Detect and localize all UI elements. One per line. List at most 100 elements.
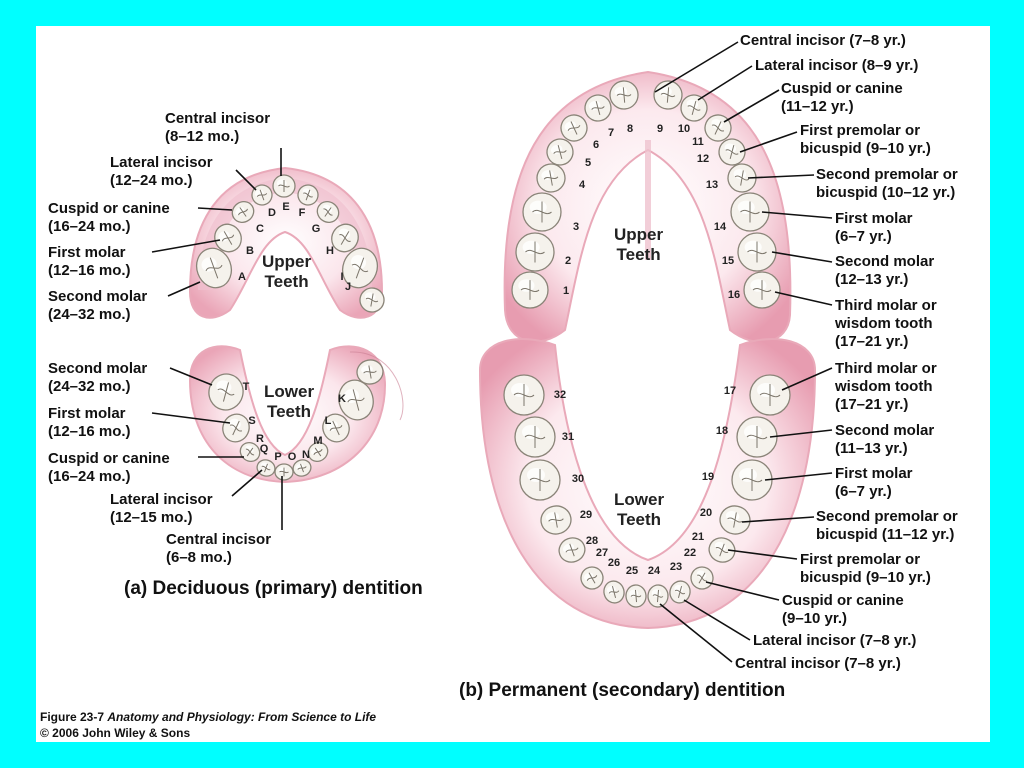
deciduous-letter-S: S <box>248 415 255 427</box>
leader-perm-canine-upper <box>723 89 780 123</box>
leader-dec-second-molar-lower <box>169 367 213 386</box>
false <box>625 584 647 608</box>
figure-copyright: © 2006 John Wiley & Sons <box>40 726 191 740</box>
callout-dec-lower-canine: Cuspid or canine(16–24 mo.) <box>48 450 170 485</box>
false <box>719 505 751 535</box>
false <box>316 201 340 223</box>
leader-perm-central-incisor-upper <box>654 41 739 93</box>
leader-perm-first-premolar-lower <box>727 549 798 560</box>
callout-dec-lower-first-molar: First molar(12–16 mo.) <box>48 405 131 440</box>
true <box>503 374 545 416</box>
true <box>522 192 562 232</box>
figure-source: Anatomy and Physiology: From Science to … <box>107 710 377 724</box>
deciduous-letter-O: O <box>288 451 297 463</box>
callout-perm-upper-first-molar: First molar(6–7 yr.) <box>835 210 913 245</box>
callout-perm-lower-canine: Cuspid or canine(9–10 yr.) <box>782 592 904 627</box>
deciduous-letter-A: A <box>238 271 246 283</box>
false <box>536 163 566 193</box>
callout-perm-lower-central-incisor: Central incisor (7–8 yr.) <box>735 655 901 672</box>
permanent-number-7: 7 <box>608 127 614 139</box>
permanent-number-6: 6 <box>593 139 599 151</box>
deciduous-letter-P: P <box>274 451 281 463</box>
true <box>511 271 549 309</box>
permanent-number-20: 20 <box>700 507 712 519</box>
permanent-number-31: 31 <box>562 431 574 443</box>
leader-perm-first-premolar-upper <box>739 131 798 153</box>
permanent-number-11: 11 <box>692 136 704 148</box>
callout-perm-lower-second-molar: Second molar(11–13 yr.) <box>835 422 935 457</box>
false <box>580 566 604 590</box>
permanent-number-2: 2 <box>565 255 571 267</box>
false <box>727 163 757 193</box>
callout-dec-upper-first-molar: First molar(12–16 mo.) <box>48 244 131 279</box>
permanent-number-12: 12 <box>697 153 709 165</box>
true <box>749 374 791 416</box>
deciduous-letter-G: G <box>312 223 321 235</box>
permanent-number-1: 1 <box>563 285 569 297</box>
leader-lines <box>151 41 833 663</box>
permanent-number-5: 5 <box>585 157 591 169</box>
permanent-number-28: 28 <box>586 535 598 547</box>
permanent-lower-teeth <box>503 374 791 608</box>
callout-perm-lower-lateral-incisor: Lateral incisor (7–8 yr.) <box>753 632 917 649</box>
permanent-number-14: 14 <box>714 221 727 233</box>
leader-dec-lateral-incisor-lower <box>231 469 263 497</box>
true <box>519 459 561 501</box>
callout-dec-upper-lateral-incisor: Lateral incisor(12–24 mo.) <box>110 154 213 189</box>
false <box>558 537 586 563</box>
permanent-number-21: 21 <box>692 531 704 543</box>
deciduous-letter-Q: Q <box>260 443 269 455</box>
permanent-number-23: 23 <box>670 561 682 573</box>
true <box>341 247 379 289</box>
leader-dec-second-molar-upper <box>167 281 201 297</box>
leader-dec-canine-upper <box>197 207 233 211</box>
permanent-number-29: 29 <box>580 509 592 521</box>
leader-perm-second-molar-upper <box>771 251 833 263</box>
callout-dec-upper-central-incisor: Central incisor(8–12 mo.) <box>165 110 271 145</box>
false <box>546 138 574 166</box>
leader-dec-first-molar-upper <box>151 239 221 253</box>
callout-dec-lower-lateral-incisor: Lateral incisor(12–15 mo.) <box>110 491 213 526</box>
figure-number: Figure 23-7 <box>40 710 105 724</box>
permanent-number-22: 22 <box>684 547 696 559</box>
permanent-number-19: 19 <box>702 471 714 483</box>
true <box>356 359 384 385</box>
leader-perm-first-molar-upper <box>761 211 833 219</box>
permanent-number-16: 16 <box>728 289 740 301</box>
permanent-number-17: 17 <box>724 385 736 397</box>
false <box>307 442 329 462</box>
false <box>292 459 312 477</box>
false <box>560 114 588 142</box>
false <box>584 94 612 122</box>
permanent-upper-teeth <box>511 80 781 309</box>
leader-perm-third-molar-upper <box>774 291 833 306</box>
false <box>669 580 691 604</box>
permanent-number-9: 9 <box>657 123 663 135</box>
true <box>736 416 778 458</box>
leader-perm-lateral-incisor-lower <box>683 599 751 641</box>
deciduous-letter-I: I <box>340 271 343 283</box>
callout-perm-upper-lateral-incisor: Lateral incisor (8–9 yr.) <box>755 57 919 74</box>
permanent-number-30: 30 <box>572 473 584 485</box>
permanent-number-26: 26 <box>608 557 620 569</box>
leader-perm-third-molar-lower <box>781 367 833 391</box>
permanent-number-18: 18 <box>716 425 728 437</box>
deciduous-letter-R: R <box>256 433 264 445</box>
deciduous-letter-E: E <box>282 201 289 213</box>
deciduous-letter-H: H <box>326 245 334 257</box>
deciduous-letter-D: D <box>268 207 276 219</box>
leader-perm-lateral-incisor-upper <box>697 65 753 101</box>
true <box>737 232 777 272</box>
permanent-number-8: 8 <box>627 123 633 135</box>
false <box>540 505 572 535</box>
false <box>603 580 625 604</box>
